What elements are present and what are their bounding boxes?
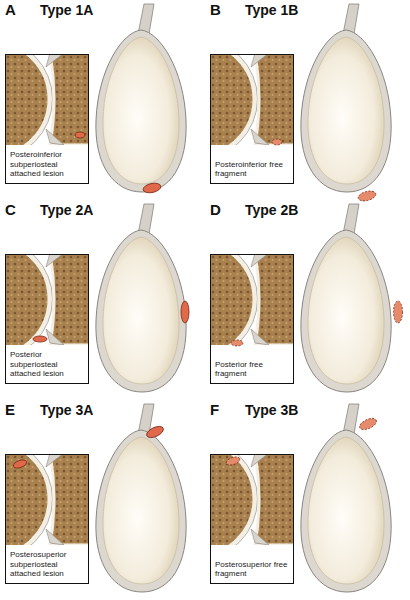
lesion [75,132,85,138]
inset-box: Posterosuperior free fragment [210,454,294,584]
free-fragment [272,139,282,145]
bone-section [137,39,296,160]
bone-section [0,39,90,160]
free-fragment [358,416,378,432]
lesion [145,424,165,440]
inset-box: Posterior subperiosteal attached lesion [5,254,89,384]
free-fragment [394,301,403,323]
bone-section [0,239,90,360]
inset-box: Posterior free fragment [210,254,294,384]
inset-caption: Posterosuperior subperiosteal attached l… [10,550,85,579]
panel-letter: E [5,402,15,419]
lesion [142,182,161,195]
panel-title: Type 1A [40,3,93,18]
free-fragment [225,455,241,466]
lesion [33,336,47,342]
panel-letter: F [210,402,219,419]
inset-caption: Posterior free fragment [215,360,290,379]
panel-letter: B [210,2,221,19]
glenoid [96,404,186,592]
inset-box: Posterosuperior subperiosteal attached l… [5,454,89,584]
panel-title: Type 3B [245,403,298,418]
inset-caption: Posteroinferior free fragment [215,160,290,179]
panel-title: Type 3A [40,403,93,418]
lesion [12,458,28,469]
bone-section [0,439,90,560]
inset-caption: Posterior subperiosteal attached lesion [10,350,85,379]
glenoid [301,204,391,392]
lesion [181,301,189,323]
inset-caption: Posterosuperior free fragment [215,560,290,579]
inset-box: Posteroinferior subperiosteal attached l… [5,54,89,184]
panel-letter: D [210,202,221,219]
free-fragment [231,340,243,346]
panel-letter: A [5,2,16,19]
inset-caption: Posteroinferior subperiosteal attached l… [10,150,85,179]
glenoid [301,404,391,592]
panel-title: Type 2B [245,203,298,218]
panel-title: Type 2A [40,203,93,218]
bone-section [137,439,296,560]
glenoid [96,204,186,392]
panel-letter: C [5,202,16,219]
bone-section [137,239,296,360]
inset-box: Posteroinferior free fragment [210,54,294,184]
glenoid [96,4,186,192]
panel-title: Type 1B [245,3,298,18]
free-fragment [357,189,377,202]
glenoid [301,4,391,192]
